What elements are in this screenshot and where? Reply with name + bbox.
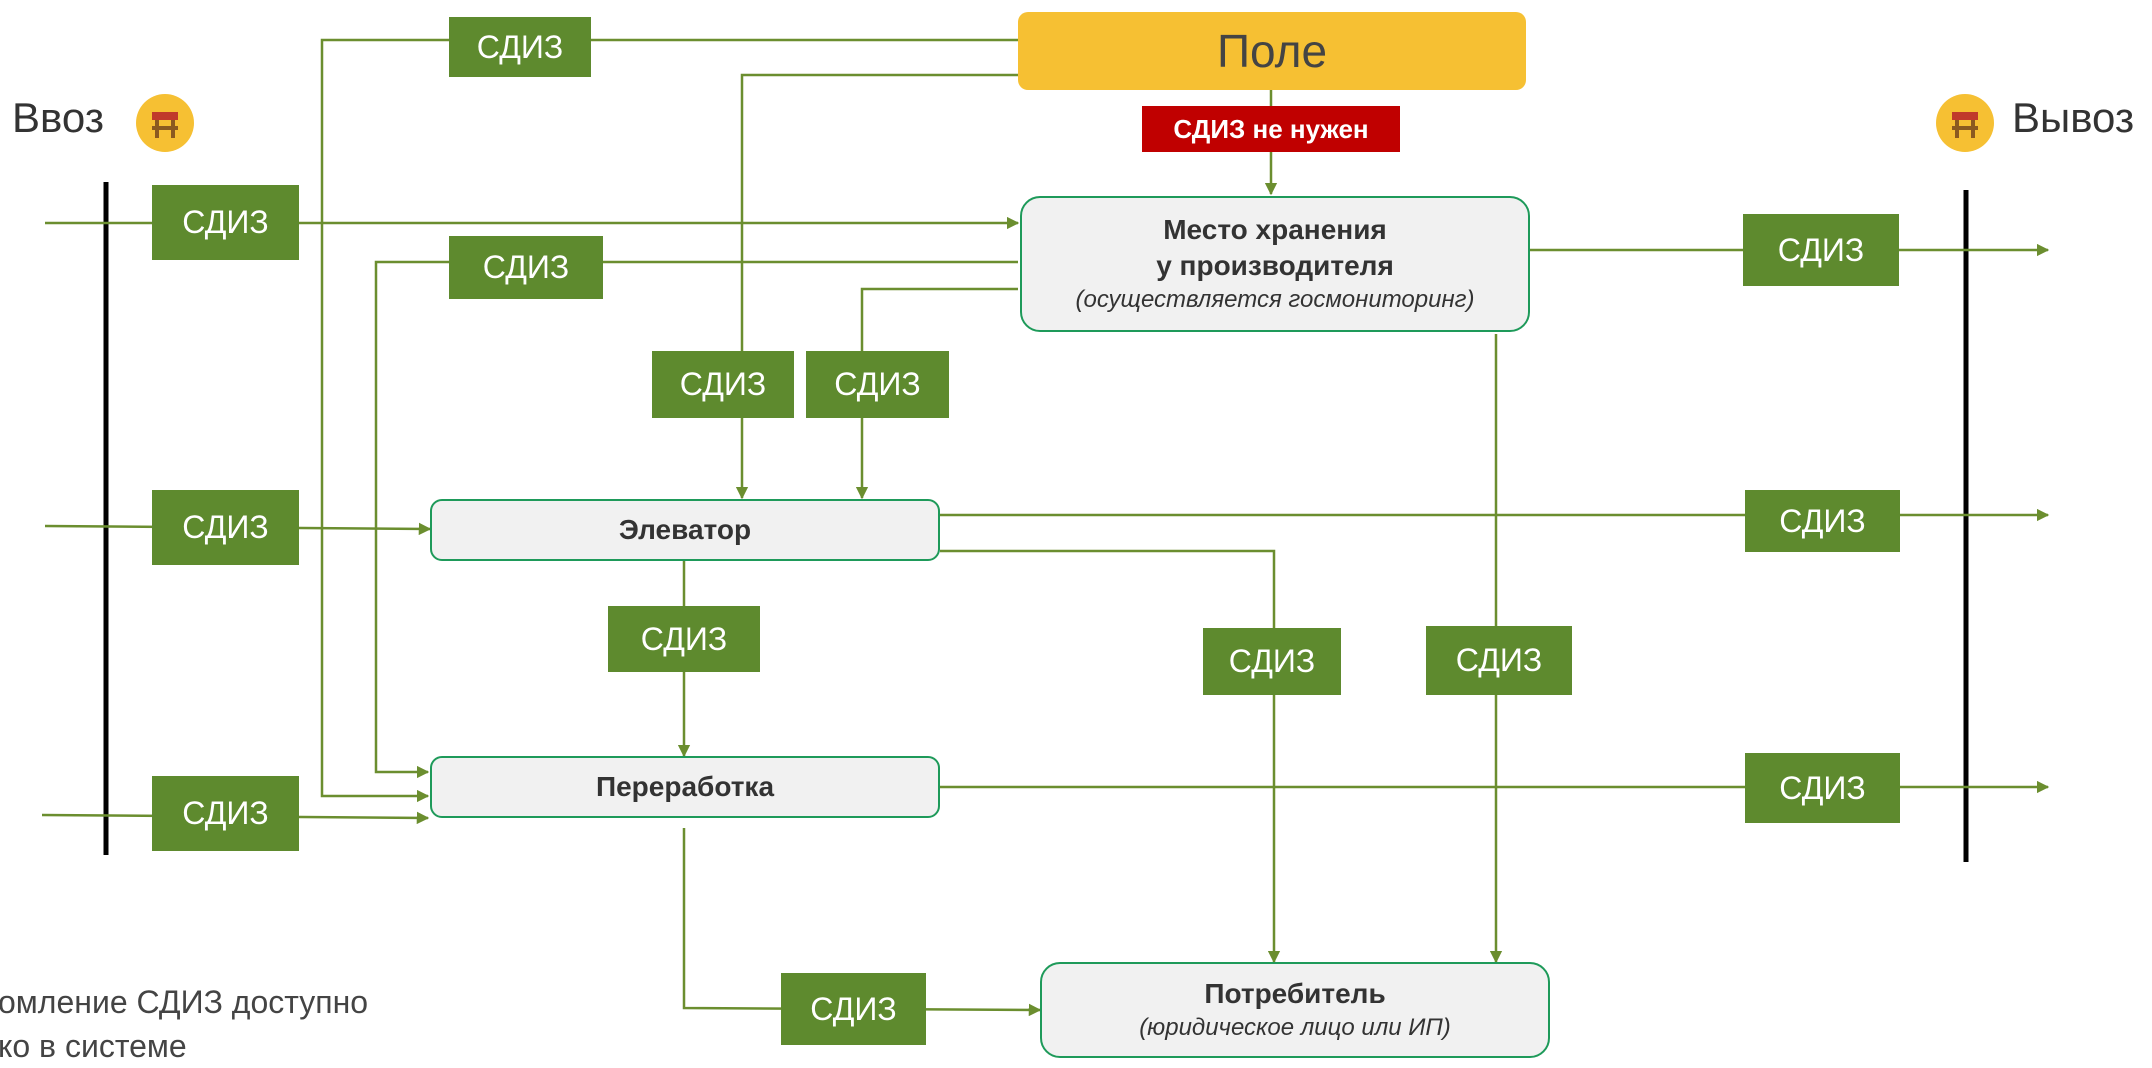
sdiz-badge: СДИЗ [608,606,760,672]
note-text: омление СДИЗ доступно ко в системе [0,980,368,1068]
barrier-icon [136,94,194,152]
sdiz-badge: СДИЗ [449,17,591,77]
elevator-title: Элеватор [618,514,752,545]
field-node: Поле [1018,12,1526,90]
sdiz-badge: СДИЗ [652,351,794,418]
note-line1: омление СДИЗ доступно [0,984,369,1020]
sdiz-not-needed-label: СДИЗ не нужен [1173,113,1369,144]
arrow-storage-processing [374,260,1018,779]
sdiz-badge: СДИЗ [1743,214,1899,286]
sdiz-badge: СДИЗ [449,236,603,299]
processing-node: Переработка [430,756,940,818]
sdiz-badge: СДИЗ [152,490,299,565]
sdiz-badge: СДИЗ [1203,628,1341,695]
barrier-icon [1936,94,1994,152]
sdiz-badge: СДИЗ [152,185,299,260]
storage-title-line2: у производителя [1156,250,1394,281]
arrow-storage-elevator [855,287,1018,500]
storage-subtitle: (осуществляется госмониторинг) [1075,286,1475,313]
sdiz-badge: СДИЗ [1745,490,1900,552]
elevator-node: Элеватор [430,499,940,561]
sdiz-badge: СДИЗ [152,776,299,851]
processing-title: Переработка [595,771,775,802]
export-label: Вывоз [2012,94,2135,141]
sdiz-badge: СДИЗ [1745,753,1900,823]
note-line2: ко в системе [0,1028,187,1064]
sdiz-not-needed-badge: СДИЗ не нужен [1142,106,1400,152]
sdiz-badge: СДИЗ [781,973,926,1045]
field-label: Поле [1216,25,1328,77]
arrow-field-processing [320,38,1018,803]
sdiz-badge: СДИЗ [1426,626,1572,695]
consumer-node: Потребитель (юридическое лицо или ИП) [1040,962,1550,1058]
storage-node: Место хранения у производителя (осуществ… [1020,196,1530,332]
storage-title-line1: Место хранения [1163,214,1387,245]
arrow-field-elevator [735,73,1018,500]
consumer-subtitle: (юридическое лицо или ИП) [1139,1014,1451,1041]
import-label: Ввоз [12,94,104,141]
sdiz-badge: СДИЗ [806,351,949,418]
consumer-title: Потребитель [1204,978,1386,1009]
arrow-elevator-consumer [940,549,1281,964]
